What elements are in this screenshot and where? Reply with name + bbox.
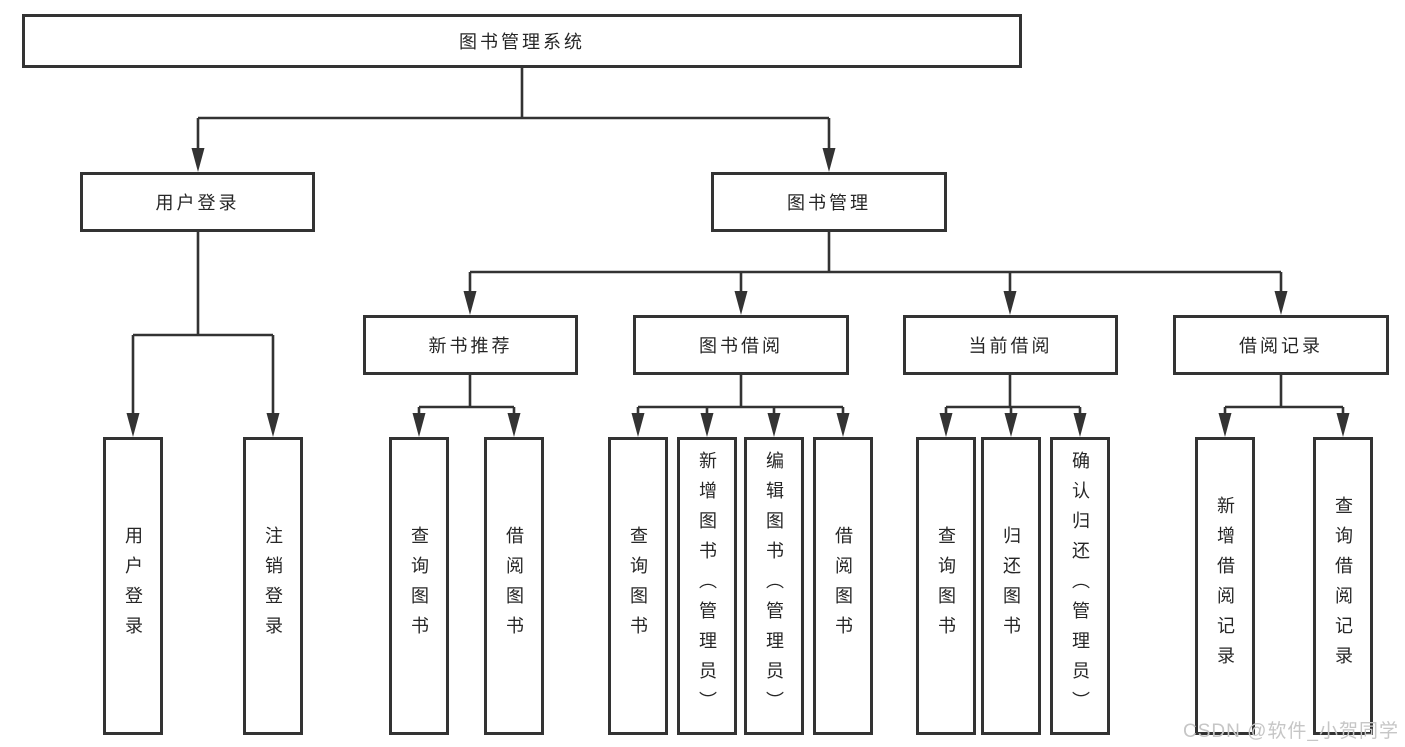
node-leaf-query-books-2: 查询图书	[608, 437, 668, 735]
node-borrow-records-label: 借阅记录	[1239, 336, 1323, 356]
node-leaf-query-borrow-record-label: 查询借阅记录	[1333, 496, 1353, 676]
node-root-label: 图书管理系统	[459, 32, 585, 52]
node-new-book-recommend-label: 新书推荐	[428, 336, 513, 356]
node-leaf-edit-books-admin: 编辑图书（管理员）	[744, 437, 804, 735]
node-leaf-query-books-1: 查询图书	[389, 437, 449, 735]
arrow-icon	[191, 148, 205, 172]
node-leaf-query-borrow-record: 查询借阅记录	[1313, 437, 1373, 735]
node-leaf-user-login-label: 用户登录	[123, 526, 143, 646]
node-leaf-user-login: 用户登录	[103, 437, 163, 735]
arrow-icon	[836, 413, 850, 437]
node-leaf-query-books-3-label: 查询图书	[936, 526, 956, 646]
arrow-icon	[1073, 413, 1087, 437]
arrow-icon	[767, 413, 781, 437]
node-leaf-logout: 注销登录	[243, 437, 303, 735]
connector-root-to-level2	[196, 68, 831, 152]
node-user-login-label: 用户登录	[155, 193, 240, 213]
connector-userlogin-to-leaves	[131, 232, 275, 417]
arrow-icon	[734, 291, 748, 315]
node-leaf-query-books-1-label: 查询图书	[409, 526, 429, 646]
node-leaf-edit-books-admin-label: 编辑图书（管理员）	[764, 451, 784, 721]
connector-bookmgmt-to-level3	[468, 232, 1283, 296]
node-leaf-return-books-label: 归还图书	[1001, 526, 1021, 646]
node-borrow-records: 借阅记录	[1173, 315, 1389, 375]
arrow-icon	[412, 413, 426, 437]
node-book-management: 图书管理	[711, 172, 947, 232]
node-book-management-label: 图书管理	[787, 193, 871, 213]
arrow-icon	[939, 413, 953, 437]
arrow-icon	[822, 148, 836, 172]
arrow-icon	[507, 413, 521, 437]
csdn-watermark: CSDN @软件_小贺同学	[1183, 721, 1399, 742]
connector-level3-stems	[468, 375, 1283, 407]
arrow-icon	[631, 413, 645, 437]
node-new-book-recommend: 新书推荐	[363, 315, 578, 375]
arrow-icon	[1004, 413, 1018, 437]
node-root: 图书管理系统	[22, 14, 1022, 68]
arrow-icon	[1274, 291, 1288, 315]
connector-leaf-drops	[417, 407, 1345, 417]
node-current-borrow-label: 当前借阅	[968, 336, 1053, 356]
node-leaf-add-books-admin-label: 新增图书（管理员）	[697, 451, 717, 721]
node-leaf-add-borrow-record-label: 新增借阅记录	[1215, 496, 1235, 676]
node-leaf-add-borrow-record: 新增借阅记录	[1195, 437, 1255, 735]
node-leaf-confirm-return-admin-label: 确认归还（管理员）	[1070, 451, 1090, 721]
arrow-icon	[1336, 413, 1350, 437]
node-leaf-borrow-books-1: 借阅图书	[484, 437, 544, 735]
arrow-icon	[266, 413, 280, 437]
node-user-login: 用户登录	[80, 172, 315, 232]
node-book-borrow: 图书借阅	[633, 315, 849, 375]
node-leaf-confirm-return-admin: 确认归还（管理员）	[1050, 437, 1110, 735]
arrow-icon	[463, 291, 477, 315]
node-leaf-add-books-admin: 新增图书（管理员）	[677, 437, 737, 735]
arrowheads	[126, 148, 1350, 437]
node-leaf-borrow-books-1-label: 借阅图书	[504, 526, 524, 646]
node-leaf-query-books-2-label: 查询图书	[628, 526, 648, 646]
node-current-borrow: 当前借阅	[903, 315, 1118, 375]
arrow-icon	[700, 413, 714, 437]
node-leaf-query-books-3: 查询图书	[916, 437, 976, 735]
arrow-icon	[1218, 413, 1232, 437]
node-leaf-borrow-books-2-label: 借阅图书	[833, 526, 853, 646]
node-leaf-return-books: 归还图书	[981, 437, 1041, 735]
node-book-borrow-label: 图书借阅	[699, 336, 783, 356]
arrow-icon	[126, 413, 140, 437]
node-leaf-logout-label: 注销登录	[263, 526, 283, 646]
arrow-icon	[1003, 291, 1017, 315]
node-leaf-borrow-books-2: 借阅图书	[813, 437, 873, 735]
